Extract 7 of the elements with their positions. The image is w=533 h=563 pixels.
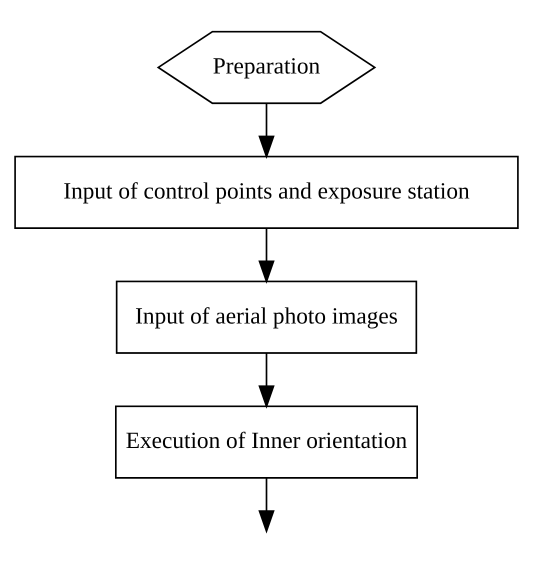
node-box: Input of control points and exposure station	[14, 155, 519, 228]
node-box: Execution of Inner orientation	[115, 404, 418, 478]
arrow	[258, 478, 275, 534]
arrow	[258, 352, 275, 408]
arrow	[258, 103, 275, 159]
node-box: Input of aerial photo images	[116, 280, 418, 354]
arrow	[258, 228, 275, 284]
